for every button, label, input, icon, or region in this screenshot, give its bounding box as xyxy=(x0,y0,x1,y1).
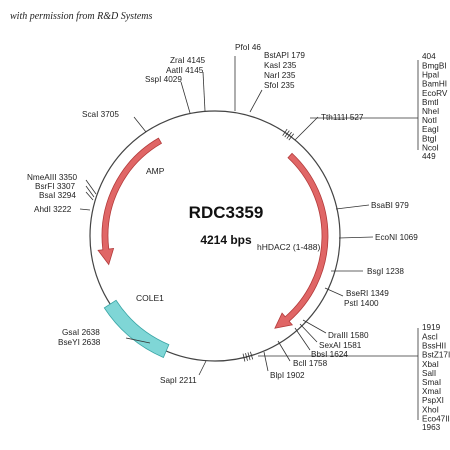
mcs-top-enzyme: BmgBI xyxy=(422,62,447,71)
site-bsgi: BsgI 1238 xyxy=(367,267,404,276)
mcs-top-enzyme: BamHI xyxy=(422,80,447,89)
mcs-bottom-end: 1963 xyxy=(422,423,441,432)
site-zrai: ZraI 4145 xyxy=(170,56,205,65)
mcs-hatch-tick xyxy=(247,352,251,361)
site-bsai: BsaI 3294 xyxy=(39,191,76,200)
mcs-bottom-list: 1919 AscIBssHIIBstZ17IXbaISalISmaIXmaIPs… xyxy=(422,323,450,432)
site-bcli: BclI 1758 xyxy=(293,359,328,368)
mcs-bottom-start: 1919 xyxy=(422,323,441,332)
site-bsrfi: BsrFI 3307 xyxy=(35,182,75,191)
plasmid-backbone xyxy=(89,110,341,362)
mcs-top-marker xyxy=(282,128,295,141)
mcs-bottom-enzyme: SalI xyxy=(422,369,436,378)
mcs-top-enzyme: NheI xyxy=(422,107,439,116)
site-tth111i: Tth111I 527 xyxy=(321,113,364,122)
site-econi: EcoNI 1069 xyxy=(375,233,418,242)
mcs-bottom-enzyme: Eco47III xyxy=(422,414,450,423)
site-bseyi: BseYI 2638 xyxy=(58,338,101,347)
site-pfoi: PfoI 46 xyxy=(235,43,261,52)
site-scai: ScaI 3705 xyxy=(82,110,119,119)
mcs-top-enzyme: NcoI xyxy=(422,143,439,152)
site-blpi: BlpI 1902 xyxy=(270,371,305,380)
mcs-top-end: 449 xyxy=(422,152,436,161)
plasmid-size: 4214 bps xyxy=(200,233,252,247)
mcs-hatch-tick xyxy=(286,131,292,139)
site-bstapi: BstAPI 179 xyxy=(264,51,305,60)
insert-feature-arrow xyxy=(274,152,329,329)
site-sspi: SspI 4029 xyxy=(145,75,182,84)
mcs-top-enzyme: HpaI xyxy=(422,71,439,80)
mcs-top-enzyme: BmtI xyxy=(422,98,439,107)
mcs-top-start: 404 xyxy=(422,52,436,61)
mcs-bottom-enzyme: SmaI xyxy=(422,378,441,387)
mcs-top-enzyme: EagI xyxy=(422,125,439,134)
site-ahdi: AhdI 3222 xyxy=(34,205,72,214)
mcs-hatch-tick xyxy=(284,130,290,138)
mcs-bottom-marker xyxy=(242,351,254,362)
restriction-site-labels: PfoI 46 BstAPI 179 KasI 235 NarI 235 Sfo… xyxy=(27,43,418,385)
site-bseri: BseRI 1349 xyxy=(346,289,389,298)
mcs-hatch-tick xyxy=(249,351,254,360)
ori-label: COLE1 xyxy=(136,293,164,303)
site-bsabi: BsaBI 979 xyxy=(371,201,409,210)
mcs-hatch-tick xyxy=(242,353,246,362)
site-nmeaiii: NmeAIII 3350 xyxy=(27,173,78,182)
site-sapi: SapI 2211 xyxy=(160,376,197,385)
mcs-bottom-enzyme: BstZ17I xyxy=(422,351,450,360)
mcs-top-list: 404 BmgBIHpaIBamHIEcoRVBmtINheINotIEagIB… xyxy=(422,52,448,161)
site-leader-lines xyxy=(79,56,419,420)
site-kasi: KasI 235 xyxy=(264,61,297,70)
credit-text: with permission from R&D Systems xyxy=(10,11,153,22)
site-psti: PstI 1400 xyxy=(344,299,379,308)
mcs-bottom-enzyme: XbaI xyxy=(422,360,439,369)
site-sfoi: SfoI 235 xyxy=(264,81,295,90)
mcs-bottom-enzyme: AscI xyxy=(422,333,438,342)
mcs-hatch-tick xyxy=(282,128,288,136)
site-nari: NarI 235 xyxy=(264,71,296,80)
amp-label: AMP xyxy=(146,166,165,176)
site-aatii: AatII 4145 xyxy=(166,66,204,75)
mcs-hatch-tick xyxy=(288,133,295,141)
insert-label: hHDAC2 (1-488) xyxy=(257,242,320,252)
mcs-top-enzyme: BtgI xyxy=(422,134,437,143)
mcs-bottom-enzyme: PspXI xyxy=(422,396,444,405)
ori-feature-block xyxy=(103,299,170,359)
site-gsai: GsaI 2638 xyxy=(62,328,100,337)
mcs-bottom-enzyme: XmaI xyxy=(422,387,441,396)
plasmid-name: RDC3359 xyxy=(189,203,264,222)
mcs-bottom-enzyme: XhoI xyxy=(422,405,439,414)
site-bbsi: BbsI 1624 xyxy=(311,350,348,359)
mcs-top-enzyme: NotI xyxy=(422,116,437,125)
site-sexai: SexAI 1581 xyxy=(319,341,362,350)
amp-feature-arrow xyxy=(97,137,163,266)
mcs-top-enzyme: EcoRV xyxy=(422,89,448,98)
site-draiii: DraIII 1580 xyxy=(328,331,369,340)
mcs-hatch-tick xyxy=(245,352,248,361)
mcs-bottom-enzyme: BssHII xyxy=(422,342,446,351)
